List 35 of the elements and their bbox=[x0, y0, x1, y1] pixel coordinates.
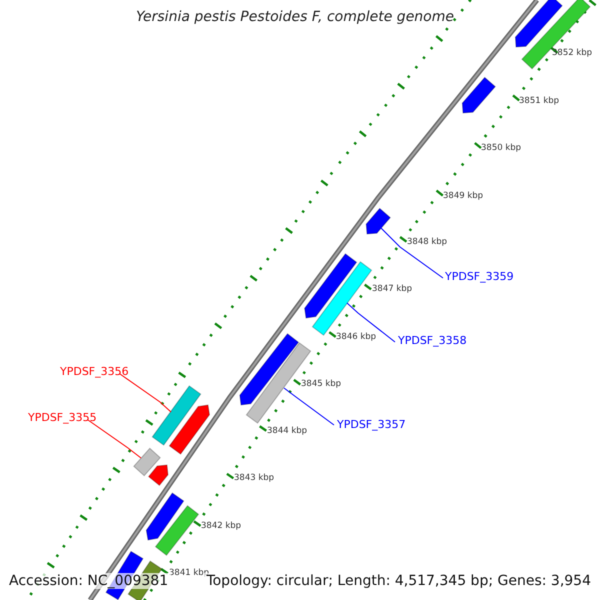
gene-feature bbox=[148, 464, 169, 486]
scale-label: 3850 kbp bbox=[481, 143, 522, 153]
leader-line bbox=[284, 388, 334, 426]
accession-text: Accession: NC_009381 bbox=[6, 573, 172, 589]
gene-feature bbox=[152, 385, 202, 446]
gene-feature bbox=[304, 253, 358, 319]
title: Yersinia pestis Pestoides F, complete genome bbox=[136, 9, 454, 25]
leader-line bbox=[346, 302, 396, 342]
gene-feature bbox=[146, 492, 184, 541]
gene-feature bbox=[462, 76, 496, 114]
scale-label: 3848 kbp bbox=[407, 237, 448, 247]
scale-label: 3849 kbp bbox=[443, 191, 484, 201]
gene-feature bbox=[133, 448, 161, 476]
gene-feature bbox=[154, 505, 200, 556]
scale-label: 3843 kbp bbox=[234, 473, 274, 483]
gene-feature bbox=[514, 0, 563, 48]
gene-feature bbox=[168, 404, 210, 455]
scale-label: 3845 kbp bbox=[301, 379, 342, 389]
gene-label: YPDSF_3358 bbox=[398, 334, 467, 348]
gene-label: YPDSF_3355 bbox=[28, 411, 97, 425]
gene-label: YPDSF_3356 bbox=[60, 365, 129, 379]
leader-line bbox=[88, 420, 142, 458]
gene-feature bbox=[521, 0, 591, 70]
scale-label: 3842 kbp bbox=[201, 521, 242, 531]
scale-label: 3851 kbp bbox=[519, 96, 560, 106]
leader-line bbox=[380, 228, 444, 278]
scale-label: 3852 kbp bbox=[552, 48, 592, 58]
gene-feature bbox=[366, 208, 391, 235]
gene-label: YPDSF_3357 bbox=[337, 418, 406, 432]
scale-label: 3844 kbp bbox=[267, 426, 308, 436]
scale-label: 3847 kbp bbox=[372, 284, 412, 294]
scale-label: 3846 kbp bbox=[336, 332, 376, 342]
gene-feature bbox=[239, 333, 300, 406]
gene-label: YPDSF_3359 bbox=[445, 270, 514, 284]
leader-line bbox=[120, 374, 172, 412]
